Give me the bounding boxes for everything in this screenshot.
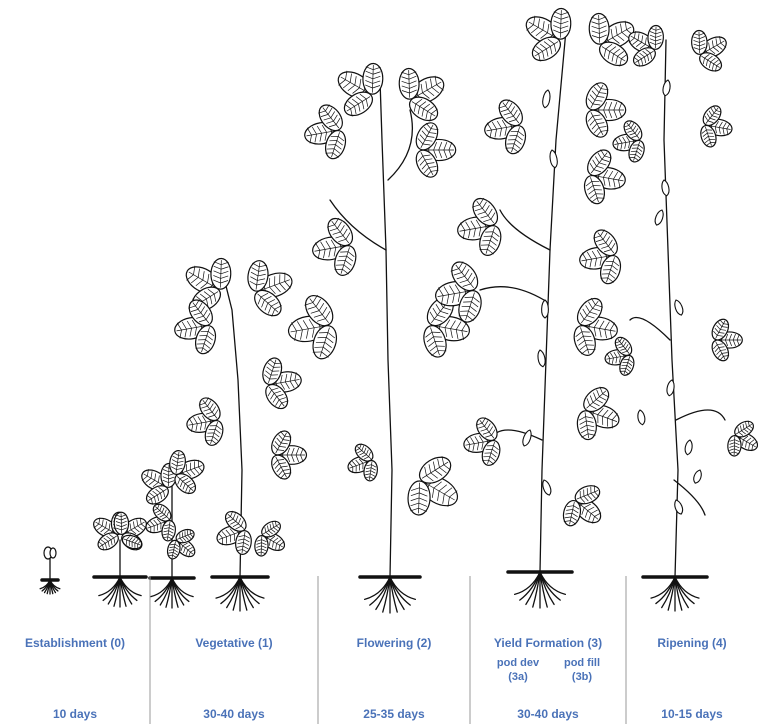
pod (673, 299, 685, 316)
leaf (362, 63, 383, 94)
roots (40, 580, 60, 594)
leaf (691, 30, 707, 54)
pod (542, 89, 552, 108)
leaf (399, 68, 420, 99)
plant-vegetative-tall (173, 258, 306, 611)
substage-pod-fill-line1: pod fill (564, 657, 600, 669)
stage-duration-establishment: 10 days (53, 707, 97, 721)
pod (542, 300, 549, 318)
pod (541, 479, 553, 496)
leaf (114, 512, 129, 535)
plant-yield-formation (434, 8, 639, 608)
stage-name-vegetative: Vegetative (1) (195, 636, 272, 650)
cotyledon (50, 548, 56, 558)
roots (212, 577, 268, 611)
branch (388, 110, 412, 180)
branch (480, 287, 544, 300)
pod (637, 409, 646, 425)
stem (380, 80, 392, 577)
leaf (407, 481, 430, 516)
stage-duration-ripening: 10-15 days (661, 707, 723, 721)
roots (150, 578, 194, 608)
stage-dividers (150, 576, 626, 724)
leaf (589, 13, 610, 44)
substage-pod-dev-line2: (3a) (508, 671, 528, 683)
leaf (210, 258, 231, 289)
pod (521, 429, 533, 447)
stage-name-yield-formation: Yield Formation (3) (494, 636, 602, 650)
substage-pod-dev-line1: pod dev (497, 657, 540, 669)
stage-duration-flowering: 25-35 days (363, 707, 425, 721)
stage-duration-yield-formation: 30-40 days (517, 707, 579, 721)
roots (94, 577, 146, 607)
plant-establishment-seedling (40, 547, 60, 594)
plant-vegetative-medium (138, 450, 206, 608)
leaf (550, 8, 571, 39)
pod (653, 209, 665, 226)
branch (500, 210, 550, 250)
branch (490, 430, 542, 440)
roots (643, 577, 707, 611)
leaf (648, 25, 664, 49)
stage-labels: Establishment (0) Vegetative (1) Floweri… (25, 636, 727, 721)
stage-name-ripening: Ripening (4) (657, 636, 726, 650)
leaf (727, 435, 741, 456)
pod (692, 469, 703, 484)
pod (684, 439, 693, 455)
plants-layer (40, 8, 758, 613)
stage-name-establishment: Establishment (0) (25, 636, 125, 650)
branch-dry (676, 410, 725, 420)
pod (537, 349, 547, 367)
substage-pod-fill-line2: (3b) (572, 671, 593, 683)
leaf (254, 535, 268, 556)
stage-name-flowering: Flowering (2) (357, 636, 432, 650)
pod (549, 149, 559, 168)
roots (360, 577, 420, 613)
branch (630, 318, 670, 341)
plant-establishment-small (90, 512, 149, 607)
stage-duration-vegetative: 30-40 days (203, 707, 265, 721)
plant-flowering (286, 63, 471, 613)
roots (508, 572, 572, 608)
pod (661, 179, 670, 196)
pod (673, 499, 684, 515)
pod (662, 79, 671, 96)
